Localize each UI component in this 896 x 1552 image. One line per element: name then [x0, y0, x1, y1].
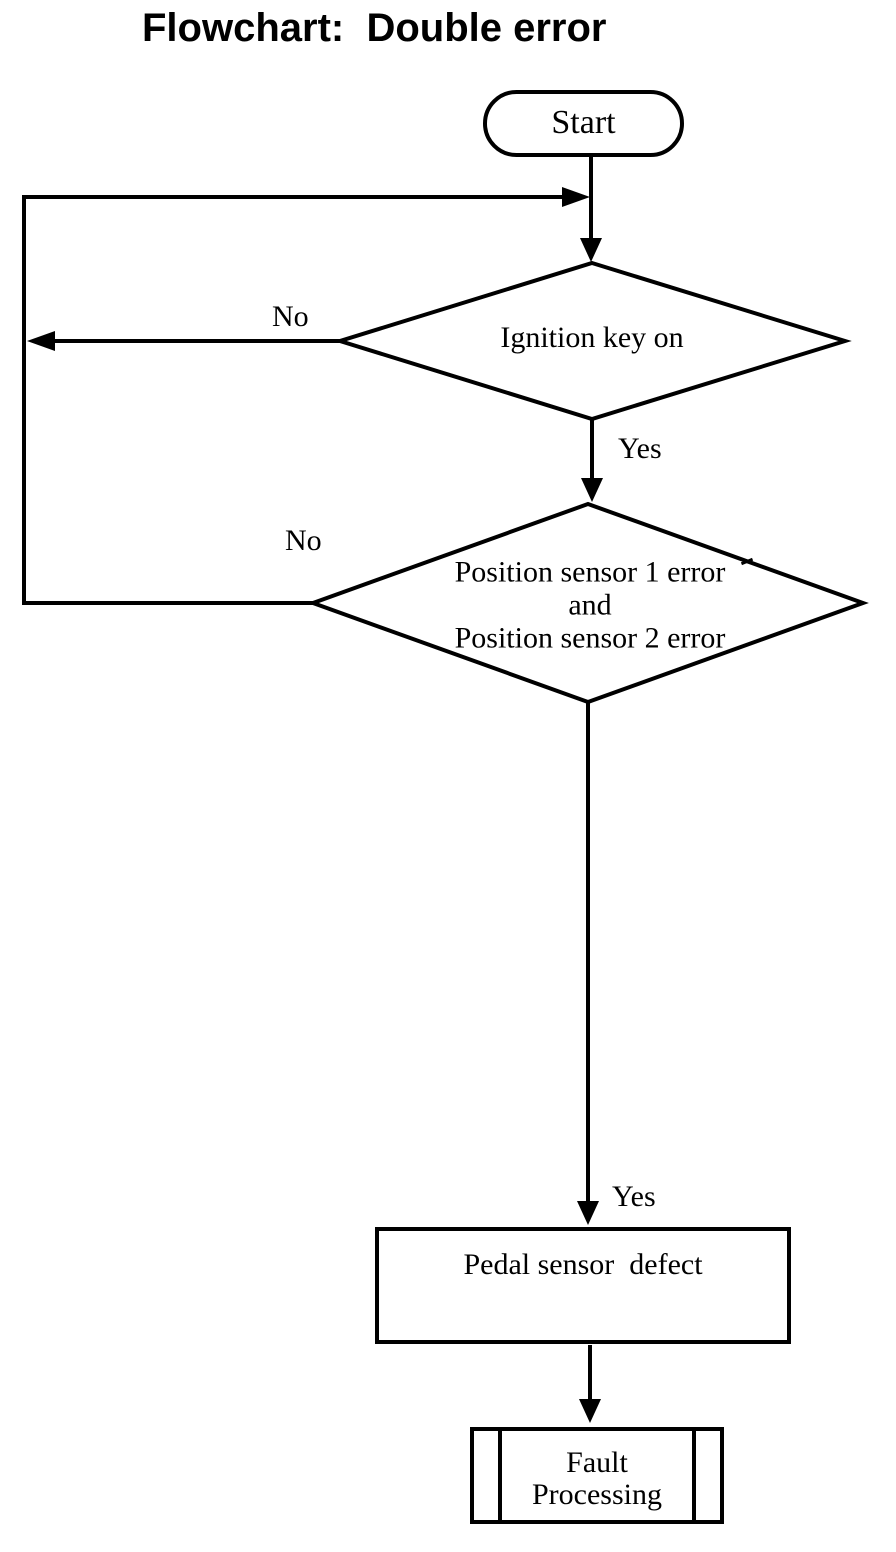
decision2-label-line1: Position sensor 1 error — [454, 555, 726, 589]
fault-label-line1: Fault — [566, 1446, 628, 1479]
start-label: Start — [551, 104, 616, 141]
predefined-right-bar — [692, 1431, 696, 1520]
arrowhead-into-decision1 — [580, 238, 602, 262]
page-title: Flowchart: Double error — [142, 6, 607, 50]
decision2-label-line2: and — [568, 588, 612, 622]
arrowhead-into-process — [577, 1201, 599, 1225]
arrowhead-into-decision2 — [581, 478, 603, 502]
predefined-left-bar — [498, 1431, 502, 1520]
arrowhead-decision1-no — [27, 331, 55, 351]
decision1-no-label: No — [272, 300, 309, 333]
pedal-defect-label: Pedal sensor defect — [463, 1248, 703, 1281]
fault-label-line2: Processing — [532, 1478, 662, 1511]
decision1-diamond — [333, 260, 852, 422]
decision2-no-label: No — [285, 524, 322, 557]
arrowhead-into-fault — [579, 1399, 601, 1423]
fault-processing-label: Fault Processing — [474, 1447, 720, 1511]
decision1-yes-label: Yes — [618, 432, 662, 465]
decision2-yes-label: Yes — [612, 1180, 656, 1213]
decision2-label-line3: Position sensor 2 error — [454, 621, 726, 655]
fault-processing-node: Fault Processing — [470, 1427, 724, 1524]
decision1-label: Ignition key on — [500, 321, 684, 354]
start-node: Start — [483, 90, 684, 157]
pedal-defect-node: Pedal sensor defect — [375, 1227, 791, 1344]
decision2-diamond — [307, 501, 869, 705]
edge-return-loop-line — [22, 195, 570, 603]
decision2-label: Position sensor 1 error and Position sen… — [455, 556, 726, 655]
arrowhead-return-into-main-line — [562, 187, 590, 207]
